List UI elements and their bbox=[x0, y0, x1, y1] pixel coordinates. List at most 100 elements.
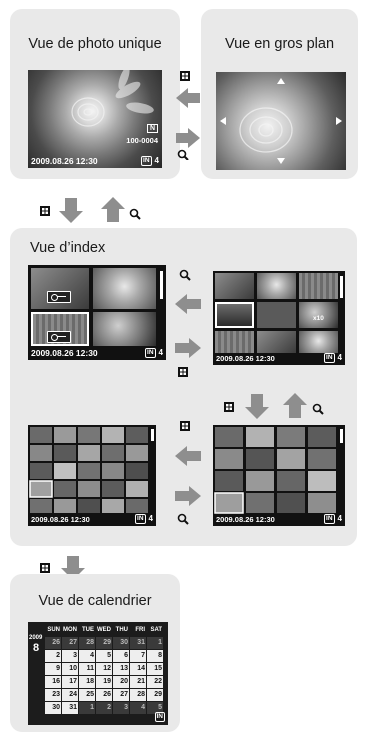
calendar-day-cell[interactable]: 25 bbox=[79, 689, 95, 701]
calendar-day-cell[interactable]: 31 bbox=[62, 702, 78, 714]
calendar-day-cell[interactable]: 31 bbox=[130, 637, 146, 649]
protect-icon bbox=[47, 291, 71, 303]
calendar-day-cell[interactable]: 26 bbox=[96, 689, 112, 701]
magnifier-icon bbox=[177, 149, 189, 160]
datetime-text: 2009.08.26 12:30 bbox=[31, 348, 98, 358]
calendar-day-cell[interactable]: 18 bbox=[79, 676, 95, 688]
index-grid-icon bbox=[40, 563, 50, 573]
index-grid-icon bbox=[180, 421, 190, 431]
scrollbar[interactable] bbox=[160, 271, 163, 299]
thumb bbox=[257, 273, 296, 299]
calendar-day-cell[interactable]: 10 bbox=[62, 663, 78, 675]
calendar-day-header: WED bbox=[96, 624, 112, 636]
scrollbar bbox=[340, 429, 343, 443]
calendar-day-cell[interactable]: 23 bbox=[45, 689, 61, 701]
zoomed-rose-photo bbox=[220, 78, 342, 164]
datetime-text: 2009.08.26 12:30 bbox=[216, 354, 275, 363]
calendar-day-header: FRI bbox=[130, 624, 146, 636]
calendar-day-cell[interactable]: 20 bbox=[113, 676, 129, 688]
calendar-day-cell[interactable]: 26 bbox=[45, 637, 61, 649]
calendar-day-cell[interactable]: 5 bbox=[147, 702, 163, 714]
calendar-day-cell[interactable]: 19 bbox=[96, 676, 112, 688]
title-single-photo: Vue de photo unique bbox=[28, 36, 162, 52]
calendar-day-cell[interactable]: 27 bbox=[62, 637, 78, 649]
arrow-left bbox=[176, 88, 200, 108]
thumb bbox=[215, 273, 254, 299]
pan-up-icon bbox=[277, 78, 285, 84]
arrow-left bbox=[175, 294, 201, 314]
thumbnail-grid bbox=[29, 427, 154, 513]
calendar-day-cell[interactable]: 5 bbox=[96, 650, 112, 662]
calendar-year: 2009 bbox=[29, 635, 43, 641]
thumb bbox=[257, 302, 296, 328]
calendar-day-header: MON bbox=[62, 624, 78, 636]
calendar-day-cell[interactable]: 3 bbox=[113, 702, 129, 714]
index-grid-icon bbox=[180, 71, 190, 81]
storage-badge: IN bbox=[154, 712, 165, 722]
calendar-day-cell[interactable]: 2 bbox=[96, 702, 112, 714]
thumb bbox=[215, 331, 254, 353]
calendar-day-cell[interactable]: 24 bbox=[62, 689, 78, 701]
datetime-text: 2009.08.26 12:30 bbox=[31, 156, 98, 166]
calendar-day-cell[interactable]: 17 bbox=[62, 676, 78, 688]
calendar-day-cell[interactable]: 27 bbox=[113, 689, 129, 701]
calendar-day-cell[interactable]: 11 bbox=[79, 663, 95, 675]
calendar-day-header: THU bbox=[113, 624, 129, 636]
calendar-month: 8 bbox=[33, 642, 40, 654]
calendar-day-cell[interactable]: 30 bbox=[45, 702, 61, 714]
protect-icon bbox=[47, 331, 71, 343]
thumb bbox=[93, 268, 156, 309]
calendar-day-cell[interactable]: 16 bbox=[45, 676, 61, 688]
pan-down-icon bbox=[277, 158, 285, 164]
arrow-up bbox=[283, 393, 307, 418]
calendar-day-cell[interactable]: 14 bbox=[130, 663, 146, 675]
thumb bbox=[93, 312, 156, 346]
scrollbar bbox=[151, 429, 154, 441]
single-index-arrows bbox=[40, 197, 141, 223]
calendar-day-cell[interactable]: 13 bbox=[113, 663, 129, 675]
thumb bbox=[299, 302, 338, 328]
calendar-day-cell[interactable]: 15 bbox=[147, 663, 163, 675]
calendar-day-cell[interactable]: 2 bbox=[45, 650, 61, 662]
calendar-day-cell[interactable]: 4 bbox=[79, 650, 95, 662]
index25-index16-arrows bbox=[175, 421, 201, 525]
calendar-day-cell[interactable]: 22 bbox=[147, 676, 163, 688]
rose-photo bbox=[71, 70, 154, 127]
arrow-right bbox=[175, 338, 201, 358]
calendar-day-header: SUN bbox=[45, 624, 61, 636]
scrollbar[interactable] bbox=[340, 276, 343, 298]
calendar-day-cell[interactable]: 28 bbox=[79, 637, 95, 649]
calendar-day-cell[interactable]: 12 bbox=[96, 663, 112, 675]
calendar-day-cell[interactable]: 28 bbox=[130, 689, 146, 701]
index9-index16-arrows bbox=[224, 393, 324, 419]
arrow-right bbox=[176, 128, 200, 148]
index-grid-icon bbox=[224, 402, 234, 412]
calendar-day-cell[interactable]: 29 bbox=[147, 689, 163, 701]
calendar-day-cell[interactable]: 6 bbox=[113, 650, 129, 662]
index4-index9-arrows bbox=[175, 269, 201, 377]
calendar-day-cell[interactable]: 30 bbox=[113, 637, 129, 649]
thumb bbox=[299, 331, 338, 353]
magnifier-icon bbox=[129, 208, 141, 220]
calendar-day-cell[interactable]: 1 bbox=[79, 702, 95, 714]
calendar-day-cell[interactable]: 3 bbox=[62, 650, 78, 662]
screen-zoom bbox=[216, 72, 346, 170]
calendar-day-cell[interactable]: 7 bbox=[130, 650, 146, 662]
calendar-day-cell[interactable]: 21 bbox=[130, 676, 146, 688]
calendar-day-cell[interactable]: 8 bbox=[147, 650, 163, 662]
datetime-text: 2009.08.26 12:30 bbox=[216, 515, 275, 524]
calendar-day-cell[interactable]: 1 bbox=[147, 637, 163, 649]
calendar-day-cell[interactable]: 4 bbox=[130, 702, 146, 714]
calendar-day-cell[interactable]: 29 bbox=[96, 637, 112, 649]
calendar-day-cell[interactable]: 9 bbox=[45, 663, 61, 675]
arrow-right bbox=[175, 486, 201, 506]
index-grid-icon bbox=[178, 367, 188, 377]
pan-right-icon bbox=[336, 117, 342, 125]
magnifier-icon bbox=[177, 513, 189, 525]
